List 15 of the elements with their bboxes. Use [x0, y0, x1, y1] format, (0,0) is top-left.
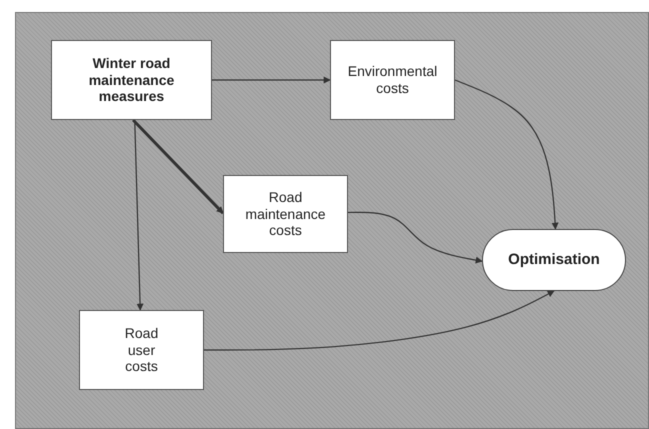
process-box [79, 310, 204, 390]
process-box [51, 40, 212, 120]
arrow [348, 212, 483, 264]
arrow [204, 290, 555, 351]
node-label: Winter road maintenance measures [88, 54, 176, 106]
arrow [454, 79, 559, 230]
process-box [330, 40, 455, 120]
node-label: Road user costs [124, 324, 160, 376]
arrow [132, 118, 224, 214]
node-label: Environmental costs [346, 63, 438, 97]
node-label: Optimisation [508, 251, 600, 269]
arrow [212, 76, 331, 84]
node-label: Road maintenance costs [244, 188, 327, 240]
process-box [223, 175, 348, 253]
terminal-pill [482, 229, 626, 291]
